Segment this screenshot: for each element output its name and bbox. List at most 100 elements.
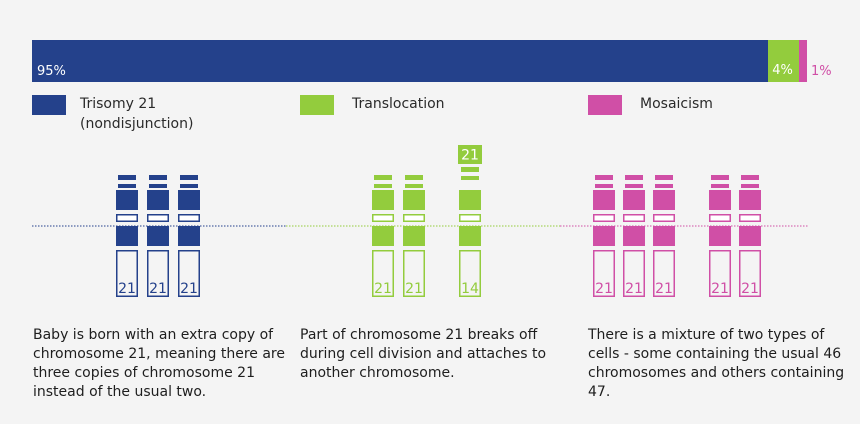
chromosome-band-mosaicism-4 xyxy=(741,184,759,188)
chromosome-lower-arm-trisomy-1 xyxy=(147,226,169,246)
chromosome-upper-arm-trisomy-0 xyxy=(116,190,138,210)
translocated-fragment-label: 21 xyxy=(461,148,479,164)
chromosome-long-arm-mosaicism-0 xyxy=(593,250,615,297)
bar-segment-mosaicism xyxy=(799,40,807,82)
chromosome-upper-arm-translocation-1 xyxy=(403,190,425,210)
chromosome-cap-mosaicism-3 xyxy=(711,175,729,180)
chromosome-centromere-translocation-0 xyxy=(372,214,394,222)
chromosome-band-mosaicism-3 xyxy=(711,184,729,188)
bar-segment-translocation xyxy=(768,40,800,82)
chromosome-centromere-translocation-2 xyxy=(459,214,481,222)
chromosome-long-arm-trisomy-0 xyxy=(116,250,138,297)
chromosome-long-arm-translocation-2 xyxy=(459,250,481,297)
chromosome-cap-mosaicism-0 xyxy=(595,175,613,180)
chromosome-centromere-mosaicism-1 xyxy=(623,214,645,222)
chromosome-number-label: 21 xyxy=(149,281,167,297)
legend-item-mosaicism: Mosaicism xyxy=(588,94,810,115)
chromosome-long-arm-mosaicism-3 xyxy=(709,250,731,297)
chromosome-long-arm-mosaicism-4 xyxy=(739,250,761,297)
legend-swatch-trisomy xyxy=(32,95,66,115)
bar-label-translocation: 4% xyxy=(772,63,793,78)
bar-label-mosaicism: 1% xyxy=(811,64,832,79)
chromosome-number-label: 21 xyxy=(595,281,613,297)
chromosome-cap-trisomy-1 xyxy=(149,175,167,180)
chromosome-band-trisomy-0 xyxy=(118,184,136,188)
chromosome-band-mosaicism-0 xyxy=(595,184,613,188)
chromosome-cap-mosaicism-1 xyxy=(625,175,643,180)
chromosome-centromere-trisomy-0 xyxy=(116,214,138,222)
chromosome-band-mosaicism-1 xyxy=(625,184,643,188)
chromosome-number-label: 21 xyxy=(374,281,392,297)
chromosome-lower-arm-trisomy-2 xyxy=(178,226,200,246)
chromosome-cap-mosaicism-2 xyxy=(655,175,673,180)
chromosome-long-arm-mosaicism-2 xyxy=(653,250,675,297)
chromosome-upper-arm-mosaicism-0 xyxy=(593,190,615,210)
chromosome-upper-arm-trisomy-2 xyxy=(178,190,200,210)
chromosome-lower-arm-mosaicism-2 xyxy=(653,226,675,246)
legend-label-mosaicism: Mosaicism xyxy=(640,96,713,112)
legend-item-trisomy: Trisomy 21 (nondisjunction) xyxy=(32,94,250,134)
chromosome-cap-trisomy-0 xyxy=(118,175,136,180)
chromosome-centromere-mosaicism-4 xyxy=(739,214,761,222)
chromosome-upper-arm-translocation-2 xyxy=(459,190,481,210)
description-trisomy: Baby is born with an extra copy of chrom… xyxy=(33,327,285,400)
chromosome-upper-arm-mosaicism-2 xyxy=(653,190,675,210)
chromosome-centromere-trisomy-1 xyxy=(147,214,169,222)
chromosome-band-translocation-1 xyxy=(405,184,423,188)
chromosome-number-label: 21 xyxy=(405,281,423,297)
chromosome-lower-arm-mosaicism-4 xyxy=(739,226,761,246)
chromosome-long-arm-mosaicism-1 xyxy=(623,250,645,297)
chromosome-upper-arm-mosaicism-3 xyxy=(709,190,731,210)
chromosome-band-translocation-0 xyxy=(374,184,392,188)
chromosome-lower-arm-translocation-2 xyxy=(459,226,481,246)
chromosome-centromere-mosaicism-3 xyxy=(709,214,731,222)
chromosome-long-arm-trisomy-2 xyxy=(178,250,200,297)
chromosome-number-label: 21 xyxy=(118,281,136,297)
chromosome-cap-translocation-1 xyxy=(405,175,423,180)
chromosome-number-label: 21 xyxy=(655,281,673,297)
chromosome-lower-arm-translocation-1 xyxy=(403,226,425,246)
chromosome-number-label: 21 xyxy=(711,281,729,297)
bar-segment-trisomy xyxy=(32,40,769,82)
chromosome-number-label: 21 xyxy=(741,281,759,297)
chromosome-band-trisomy-2 xyxy=(180,184,198,188)
chromosome-lower-arm-mosaicism-3 xyxy=(709,226,731,246)
chromosome-long-arm-translocation-0 xyxy=(372,250,394,297)
chromosome-number-label: 14 xyxy=(461,281,479,297)
chromosome-cap-mosaicism-4 xyxy=(741,175,759,180)
chromosome-number-label: 21 xyxy=(625,281,643,297)
chromosome-number-label: 21 xyxy=(180,281,198,297)
chromosome-centromere-trisomy-2 xyxy=(178,214,200,222)
chromosome-lower-arm-trisomy-0 xyxy=(116,226,138,246)
chromosome-upper-arm-mosaicism-1 xyxy=(623,190,645,210)
chromosome-illustration: 21 21 21 21 21 14 21 21 21 21 21 21 xyxy=(32,145,808,297)
chromosome-lower-arm-mosaicism-0 xyxy=(593,226,615,246)
bar-label-trisomy: 95% xyxy=(37,64,66,79)
description-mosaicism: There is a mixture of two types of cells… xyxy=(588,327,845,400)
description-translocation: Part of chromosome 21 breaks off during … xyxy=(300,327,547,381)
chromosome-lower-arm-translocation-0 xyxy=(372,226,394,246)
chromosome-upper-arm-trisomy-1 xyxy=(147,190,169,210)
legend-label-translocation: Translocation xyxy=(352,96,445,112)
chromosome-centromere-mosaicism-2 xyxy=(653,214,675,222)
chromosome-upper-arm-mosaicism-4 xyxy=(739,190,761,210)
translocated-fragment-translocation-2 xyxy=(458,145,482,164)
stacked-bar-chart: 95% 4% 1% xyxy=(32,40,832,82)
chromosome-cap-translocation-0 xyxy=(374,175,392,180)
chromosome-band-mosaicism-2 xyxy=(655,184,673,188)
chromosome-band-translocation-2 xyxy=(461,176,479,180)
chromosome-long-arm-trisomy-1 xyxy=(147,250,169,297)
legend-item-translocation: Translocation xyxy=(300,94,522,115)
legend-swatch-translocation xyxy=(300,95,334,115)
chromosome-cap-translocation-2 xyxy=(461,167,479,172)
chromosome-centromere-mosaicism-0 xyxy=(593,214,615,222)
chromosome-long-arm-translocation-1 xyxy=(403,250,425,297)
chromosome-cap-trisomy-2 xyxy=(180,175,198,180)
chromosome-band-trisomy-1 xyxy=(149,184,167,188)
chromosome-centromere-translocation-1 xyxy=(403,214,425,222)
legend-label-trisomy: Trisomy 21 (nondisjunction) xyxy=(80,96,194,132)
fragment-junction-translocation-2 xyxy=(464,168,476,172)
chromosome-lower-arm-mosaicism-1 xyxy=(623,226,645,246)
legend-swatch-mosaicism xyxy=(588,95,622,115)
chromosome-upper-arm-translocation-0 xyxy=(372,190,394,210)
